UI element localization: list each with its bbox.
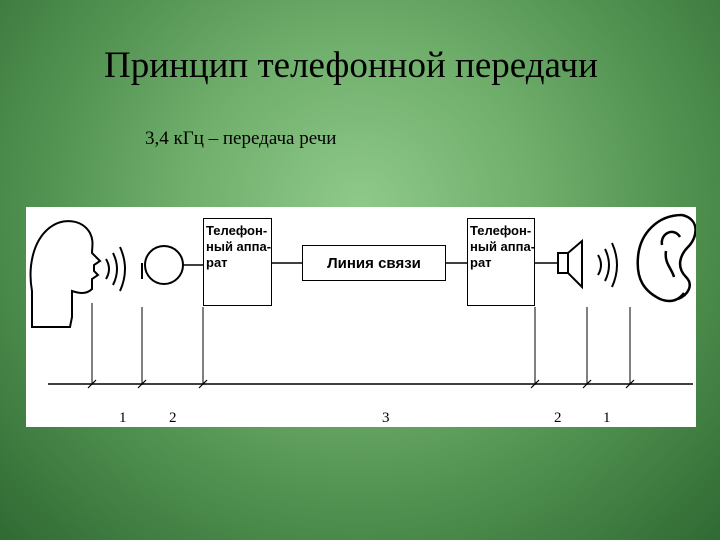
segment-label-1-left: 1 [119, 410, 127, 426]
loudspeaker-icon [557, 238, 583, 290]
segment-label-2-left: 2 [169, 410, 177, 426]
axis-ticks [87, 379, 635, 389]
sound-waves-left-icon [105, 246, 126, 292]
ear-icon [636, 213, 696, 303]
segment-label-3: 3 [382, 410, 390, 426]
segment-label-2-right: 2 [554, 410, 562, 426]
communication-line-box: Линия связи [302, 245, 446, 281]
telephone-set-right-label: Телефон- ный аппа- рат [470, 223, 536, 270]
sound-waves-right-icon [597, 242, 618, 288]
telephone-set-left: Телефон- ный аппа- рат [203, 218, 272, 306]
reference-lines [91, 303, 631, 385]
telephone-set-right: Телефон- ный аппа- рат [467, 218, 535, 306]
diagram-panel: Телефон- ный аппа- рат Линия связи Телеф… [26, 207, 696, 427]
telephone-set-left-label: Телефон- ный аппа- рат [206, 223, 272, 270]
slide-subtitle: 3,4 кГц – передача речи [145, 128, 337, 149]
microphone-icon [144, 245, 184, 285]
segment-label-1-right: 1 [603, 410, 611, 426]
diagram-canvas [29, 213, 696, 389]
speaker-head-icon [29, 220, 102, 328]
slide-title: Принцип телефонной передачи [104, 45, 598, 86]
communication-line-label: Линия связи [327, 254, 421, 272]
